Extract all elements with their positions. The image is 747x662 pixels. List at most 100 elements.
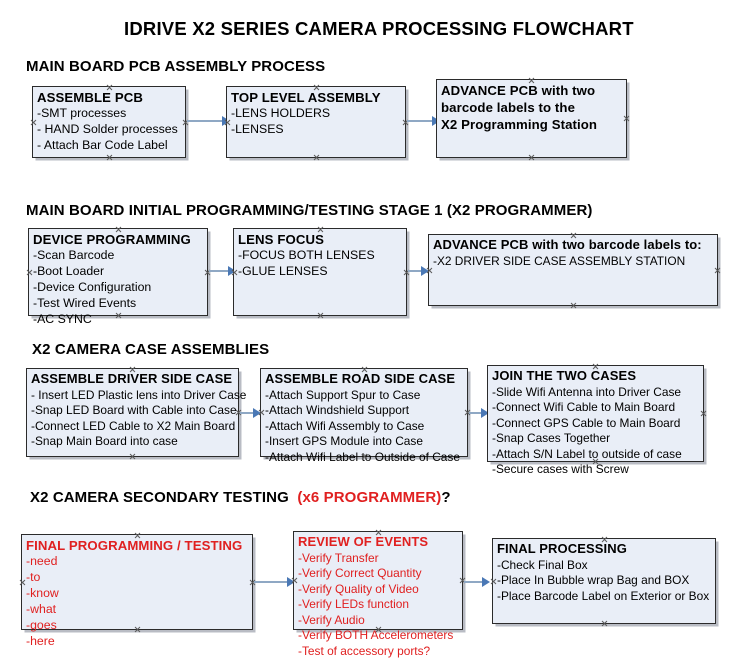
box-content: ASSEMBLE ROAD SIDE CASE -Attach Support … [265,371,465,465]
connector-line [209,270,232,272]
connection-handle-left[interactable] [26,269,33,276]
connector-line [240,412,258,414]
process-box-review-of-events[interactable]: REVIEW OF EVENTS -Verify Transfer -Verif… [293,531,463,658]
process-box-join-the-two-cases[interactable]: JOIN THE TWO CASES -Slide Wifi Antenna i… [487,365,704,476]
box-line: -here [26,634,55,649]
box-heading: FINAL PROGRAMMING / TESTING [26,538,243,553]
box-line: -AC SYNC [33,312,92,327]
box-line: -Verify Quality of Video [298,581,419,596]
section-heading-note: (x6 PROGRAMMER) [297,489,442,506]
box-line: -Scan Barcode [33,248,115,263]
process-box-advance-pcb-driver-side-case[interactable]: ADVANCE PCB with two barcode labels to: … [428,234,718,306]
box-content: ASSEMBLE PCB -SMT processes - HAND Solde… [37,89,183,154]
connection-handle-bottom[interactable] [106,154,113,161]
section-heading-x2-camera-secondary-testing: X2 CAMERA SECONDARY TESTING (x6 PROGRAMM… [30,489,451,506]
box-line: -Slide Wifi Antenna into Driver Case [492,384,682,399]
connector-arrowhead-icon [253,408,261,418]
connector-arrowhead-icon [481,408,489,418]
box-line: barcode labels to the [441,100,576,116]
box-heading: ASSEMBLE PCB [37,90,143,105]
box-line: -Snap Cases Together [492,431,611,446]
section-heading-main-board-pcb-assembly: MAIN BOARD PCB ASSEMBLY PROCESS [26,58,326,75]
box-line: -Connect Wifi Cable to Main Board [492,400,676,415]
box-line: -FOCUS BOTH LENSES [238,248,375,263]
box-line: -know [26,586,59,601]
connector-line [464,581,486,583]
section-heading-x2-camera-case-assemblies: X2 CAMERA CASE ASSEMBLIES [32,341,270,358]
box-line: -SMT processes [37,106,127,121]
box-line: -LENSES [231,122,284,137]
process-box-advance-pcb-x2-programming-station[interactable]: ADVANCE PCB with two barcode labels to t… [436,79,627,158]
box-line: -Check Final Box [497,557,588,572]
box-line: -to [26,570,41,585]
box-heading: TOP LEVEL ASSEMBLY [231,90,381,105]
box-heading: FINAL PROCESSING [497,541,627,556]
box-content: JOIN THE TWO CASES -Slide Wifi Antenna i… [492,368,701,478]
connection-handle-left[interactable] [490,578,497,585]
box-line-overflow: -Test of accessory ports? [298,643,431,658]
box-line: X2 Programming Station [441,117,598,133]
box-line: -Test Wired Events [33,296,137,311]
connector-line [408,270,425,272]
box-line: -need [26,554,58,569]
box-content: FINAL PROCESSING -Check Final Box -Place… [497,541,713,604]
box-line: -Verify Audio [298,612,365,627]
connection-handle-bottom[interactable] [129,453,136,460]
connection-handle-bottom[interactable] [317,312,324,319]
box-heading: ADVANCE PCB with two barcode labels to: [433,237,702,252]
box-line: -Connect GPS Cable to Main Board [492,415,681,430]
box-content: LENS FOCUS -FOCUS BOTH LENSES -GLUE LENS… [238,231,404,280]
box-line: -Attach Wifi Label to Outside of Case [265,449,460,464]
process-box-device-programming[interactable]: DEVICE PROGRAMMING -Scan Barcode -Boot L… [26,228,208,326]
box-line: -Place Barcode Label on Exterior or Box [497,588,710,603]
section-heading-text: X2 CAMERA SECONDARY TESTING [30,489,289,506]
box-line: -goes [26,618,57,633]
box-line: -Snap Main Board into case [31,434,178,449]
box-content: FINAL PROGRAMMING / TESTING -need -to -k… [26,537,250,650]
box-line: -Attach Support Spur to Case [265,387,421,402]
box-content: TOP LEVEL ASSEMBLY -LENS HOLDERS -LENSES [231,89,403,138]
connector-arrowhead-icon [287,577,295,587]
connection-handle-bottom[interactable] [570,302,577,309]
process-box-lens-focus[interactable]: LENS FOCUS -FOCUS BOTH LENSES -GLUE LENS… [233,228,407,316]
box-line: -Verify BOTH Accelerometers [298,628,454,643]
process-box-assemble-pcb[interactable]: ASSEMBLE PCB -SMT processes - HAND Solde… [32,86,186,158]
process-box-assemble-driver-side-case[interactable]: ASSEMBLE DRIVER SIDE CASE - Insert LED P… [26,368,246,460]
connector-line [469,412,486,414]
box-line: -Insert GPS Module into Case [265,434,423,449]
box-line: -Snap LED Board with Cable into Case [31,403,237,418]
box-line: -Connect LED Cable to X2 Main Board [31,418,236,433]
connector-line [254,581,290,583]
connection-handle-left[interactable] [19,579,26,586]
connection-handle-bottom[interactable] [313,154,320,161]
box-content: DEVICE PROGRAMMING -Scan Barcode -Boot L… [33,231,205,328]
box-content: ASSEMBLE DRIVER SIDE CASE - Insert LED P… [31,371,246,450]
box-heading: LENS FOCUS [238,232,324,247]
box-heading: DEVICE PROGRAMMING [33,232,191,247]
box-line: -GLUE LENSES [238,264,328,279]
connection-handle-left[interactable] [30,119,37,126]
connector-arrowhead-icon [482,577,490,587]
connector-line [187,120,225,122]
process-box-final-programming-testing[interactable]: FINAL PROGRAMMING / TESTING -need -to -k… [19,534,253,648]
connector-arrowhead-icon [228,266,236,276]
box-heading: JOIN THE TWO CASES [492,368,637,383]
box-line: -Verify Correct Quantity [298,566,422,581]
box-line: -X2 DRIVER SIDE CASE ASSEMBLY STATION [433,253,686,268]
process-box-assemble-road-side-case[interactable]: ASSEMBLE ROAD SIDE CASE -Attach Support … [260,368,468,464]
box-line: -Secure cases with Screw [492,462,629,477]
box-line: -Attach Windshield Support [265,403,410,418]
box-line: -Attach Wifi Assembly to Case [265,418,425,433]
box-line: - HAND Solder processes [37,122,178,137]
box-content: ADVANCE PCB with two barcode labels to t… [441,82,624,133]
process-box-top-level-assembly[interactable]: TOP LEVEL ASSEMBLY -LENS HOLDERS -LENSES [226,86,406,158]
box-heading: ASSEMBLE ROAD SIDE CASE [265,371,456,386]
box-content: ADVANCE PCB with two barcode labels to: … [433,237,715,269]
box-line: -Device Configuration [33,280,152,295]
box-line: - Attach Bar Code Label [37,138,168,153]
process-box-final-processing[interactable]: FINAL PROCESSING -Check Final Box -Place… [492,538,716,624]
connection-handle-bottom[interactable] [601,620,608,627]
connection-handle-bottom[interactable] [528,154,535,161]
box-content: REVIEW OF EVENTS -Verify Transfer -Verif… [298,534,460,659]
